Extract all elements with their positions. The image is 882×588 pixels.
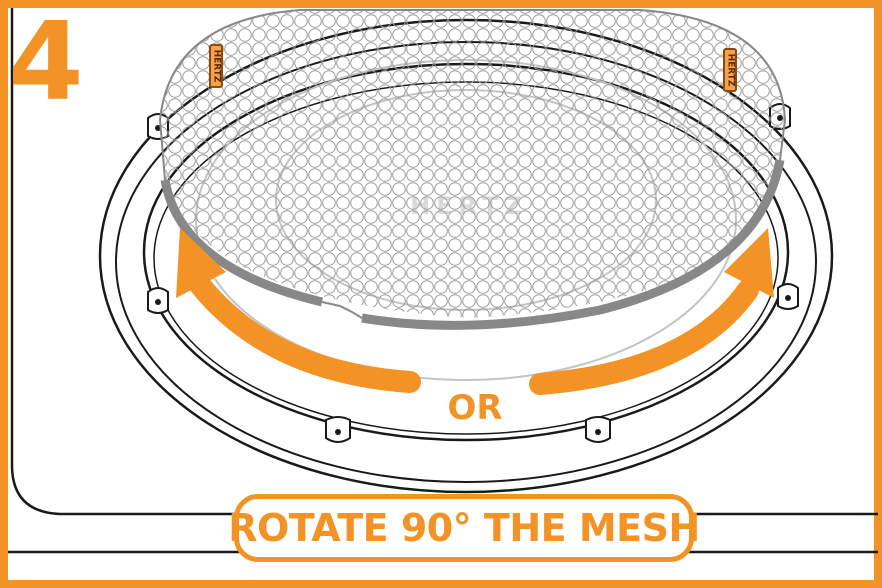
brand-tag-right: HERTZ [723,48,737,92]
center-logo: HERTZ [410,192,528,220]
mesh-rim-right [361,159,785,330]
caption-box: ROTATE 90° THE MESH [228,494,700,562]
right-arrow-icon [529,279,759,395]
step-number: 4 [8,0,84,125]
mesh-rim-left [160,179,324,307]
left-arrow-icon [189,274,421,393]
brand-tag-right-text: HERTZ [725,53,735,87]
brand-tag-left: HERTZ [209,44,223,88]
mesh-rim-notch [321,301,363,319]
brand-tag-left-text: HERTZ [211,49,221,83]
rotation-arrows [176,228,774,395]
mesh-grille [159,9,786,330]
right-arrow-head-icon [724,228,774,298]
or-label: OR [447,388,503,428]
mesh-side-left [159,119,166,181]
mesh-top-edge [159,9,786,121]
mesh-side-right [779,119,786,161]
caption-text: ROTATE 90° THE MESH [228,506,700,550]
left-arrow-head-icon [176,228,226,298]
panel-outline [10,8,878,516]
